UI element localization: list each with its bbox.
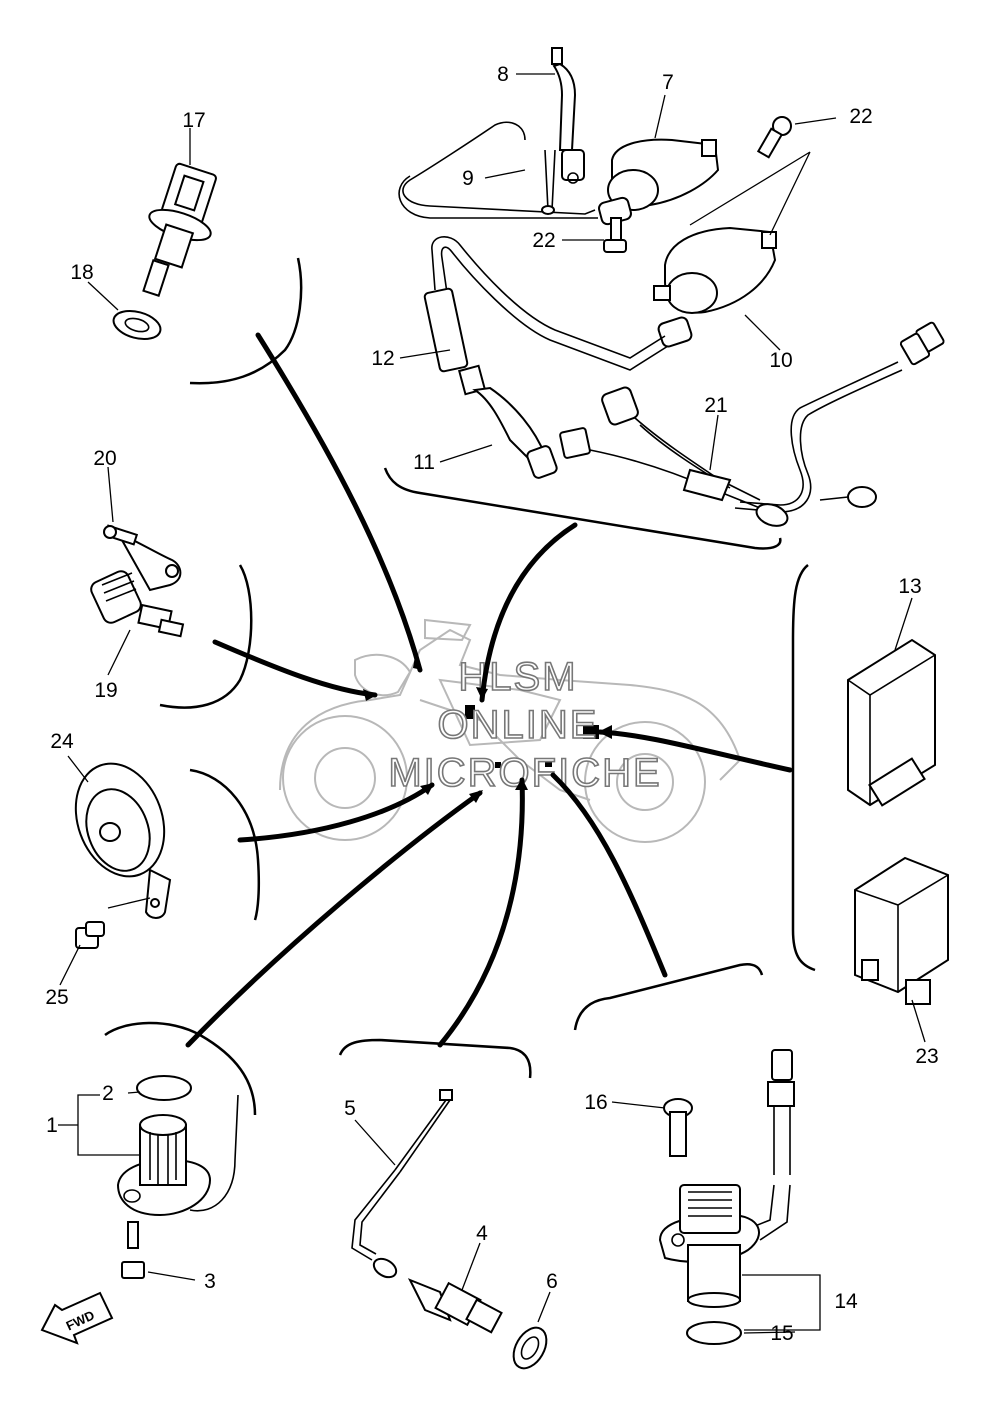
ignition-coil-front [398, 121, 720, 226]
motorcycle-silhouette [279, 618, 742, 843]
callout-8: 8 [497, 63, 509, 86]
callout-19: 19 [94, 679, 117, 702]
callout-15: 15 [770, 1322, 793, 1345]
speed-sensor [658, 1049, 795, 1345]
ignition-coil-rear [431, 226, 777, 371]
callout-leaders [58, 73, 926, 1334]
watermark: HLSM ONLINE MICROFICHE [388, 654, 661, 796]
callout-11: 11 [413, 451, 435, 474]
callout-7: 7 [662, 71, 674, 94]
callout-22-lower: 22 [532, 229, 555, 252]
callout-numbers: 17 18 20 19 24 25 1 2 3 5 4 6 16 14 15 1… [45, 63, 938, 1345]
callout-24: 24 [50, 730, 74, 753]
ecu-connector-mark [583, 725, 599, 739]
callout-4: 4 [476, 1222, 488, 1245]
callout-23: 23 [915, 1045, 938, 1068]
relay-unit [854, 856, 949, 1005]
spark-plug-cap-lower [423, 287, 558, 479]
callout-22-upper: 22 [849, 105, 872, 128]
callout-17: 17 [182, 109, 205, 132]
callout-6: 6 [546, 1270, 558, 1293]
group-leader-lines [185, 332, 793, 1048]
callout-12: 12 [371, 347, 394, 370]
wire-harness [559, 321, 945, 527]
forward-direction-badge: FWD [40, 1291, 114, 1345]
callout-10: 10 [769, 349, 792, 372]
temperature-sensor [112, 162, 217, 341]
callout-20: 20 [93, 447, 116, 470]
throttle-position-sensor [90, 524, 185, 638]
watermark-line-2: ONLINE [438, 703, 599, 747]
coil-connector-mark [465, 705, 475, 719]
group-brackets [104, 257, 816, 1116]
callout-16: 16 [584, 1091, 607, 1114]
horn [74, 762, 172, 949]
spark-plug-cap-upper [551, 47, 585, 184]
callout-18: 18 [70, 261, 93, 284]
sensor-connector-mark [495, 762, 501, 768]
callout-1: 1 [46, 1114, 58, 1137]
watermark-line-1: HLSM [458, 655, 577, 699]
ecu-unit [847, 638, 936, 807]
callout-2: 2 [102, 1082, 114, 1105]
pickup-sensor [116, 1075, 239, 1279]
coil-mounting-bolts [603, 116, 792, 253]
callout-14: 14 [834, 1290, 858, 1313]
callout-13: 13 [898, 575, 921, 598]
callout-3: 3 [204, 1270, 216, 1293]
callout-25: 25 [45, 986, 68, 1009]
sensor-lead-assembly [351, 1089, 548, 1370]
callout-21: 21 [704, 394, 727, 417]
callout-5: 5 [344, 1097, 356, 1120]
callout-9: 9 [462, 167, 474, 190]
sensor-connector-mark [545, 760, 552, 767]
